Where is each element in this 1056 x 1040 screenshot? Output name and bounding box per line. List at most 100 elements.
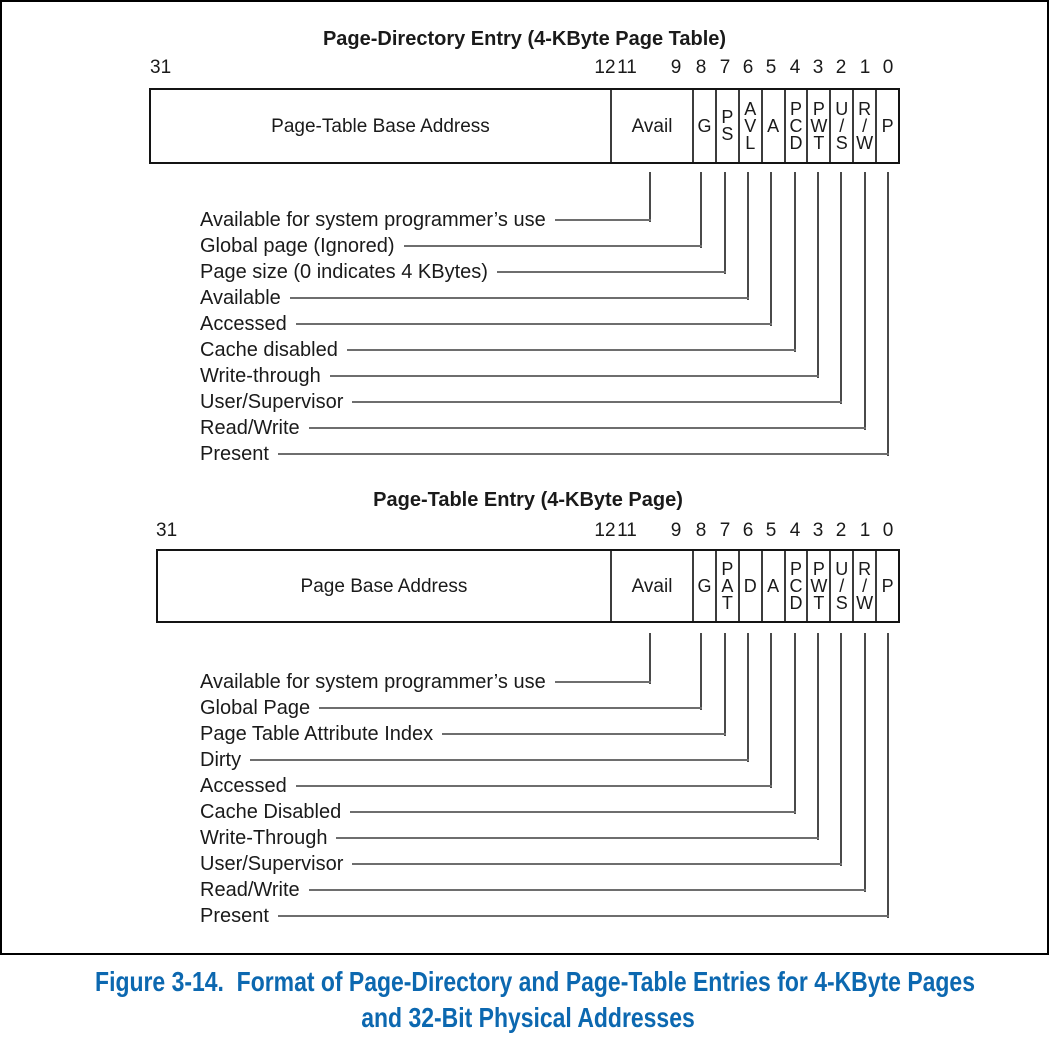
field-label: Available for system programmer’s use bbox=[200, 670, 546, 693]
connector-line-v bbox=[700, 633, 702, 710]
field-label-row: User/Supervisor bbox=[200, 389, 842, 415]
field-label-row: Cache Disabled bbox=[200, 799, 796, 825]
bit-field-p: P bbox=[875, 551, 898, 621]
field-label-row: Dirty bbox=[200, 747, 749, 773]
bit-label-3: 3 bbox=[812, 520, 824, 541]
connector-line-v bbox=[649, 633, 651, 684]
field-label: Global page (Ignored) bbox=[200, 234, 395, 257]
leader-line bbox=[277, 453, 889, 455]
connector-line-v bbox=[840, 633, 842, 866]
field-label-row: Read/Write bbox=[200, 415, 866, 441]
bit-label-1: 1 bbox=[859, 57, 871, 78]
bit-label-6: 6 bbox=[742, 520, 754, 541]
bit-label-3: 3 bbox=[812, 57, 824, 78]
field-label-row: Available for system programmer’s use bbox=[200, 207, 651, 233]
bit-field-pcd: P C D bbox=[783, 551, 807, 621]
field-label: Dirty bbox=[200, 748, 242, 771]
bit-label-9: 9 bbox=[670, 57, 682, 78]
connector-line-v bbox=[649, 172, 651, 222]
field-label: Read/Write bbox=[200, 878, 300, 901]
field-label-row: Global page (Ignored) bbox=[200, 233, 702, 259]
connector-line-v bbox=[887, 633, 889, 918]
leader-line bbox=[352, 401, 842, 403]
bit-label-7: 7 bbox=[719, 57, 731, 78]
bit-field-pwt: P W T bbox=[806, 90, 829, 162]
leader-line bbox=[329, 375, 819, 377]
field-label-row: Page size (0 indicates 4 KBytes) bbox=[200, 259, 726, 285]
bit-field-pat: P A T bbox=[714, 551, 738, 621]
bit-field-rw: R / W bbox=[852, 90, 875, 162]
leader-line bbox=[496, 271, 726, 273]
field-label-row: User/Supervisor bbox=[200, 851, 842, 877]
bit-label-12: 12 bbox=[594, 520, 616, 541]
field-label: Write-through bbox=[200, 364, 321, 387]
bit-label-8: 8 bbox=[695, 520, 707, 541]
connector-line-v bbox=[770, 633, 772, 788]
connector-line-v bbox=[747, 172, 749, 300]
leader-line bbox=[352, 863, 842, 865]
bit-label-2: 2 bbox=[835, 57, 847, 78]
leader-line bbox=[346, 349, 796, 351]
bit-field-pwt: P W T bbox=[806, 551, 829, 621]
bit-label-4: 4 bbox=[789, 520, 801, 541]
connector-line-v bbox=[794, 633, 796, 814]
field-label: Accessed bbox=[200, 774, 287, 797]
field-label-row: Present bbox=[200, 441, 889, 467]
bit-field-us: U / S bbox=[829, 90, 852, 162]
field-label-row: Available bbox=[200, 285, 749, 311]
leader-line bbox=[295, 785, 772, 787]
leader-line bbox=[336, 837, 819, 839]
bit-field-us: U / S bbox=[829, 551, 852, 621]
bit-field-avl: A V L bbox=[737, 90, 761, 162]
field-label-row: Accessed bbox=[200, 311, 772, 337]
field-label-row: Present bbox=[200, 903, 889, 929]
bit-field-g: G bbox=[692, 90, 715, 162]
leader-line bbox=[442, 733, 726, 735]
bit-label-11: 11 bbox=[617, 57, 637, 78]
bit-field-pcd: P C D bbox=[783, 90, 807, 162]
figure-caption-line1: Figure 3-14. Format of Page-Directory an… bbox=[95, 966, 975, 997]
bit-field-rw: R / W bbox=[852, 551, 875, 621]
connector-line-v bbox=[864, 172, 866, 430]
connector-line-v bbox=[887, 172, 889, 456]
pde-title: Page-Directory Entry (4-KByte Page Table… bbox=[322, 28, 727, 50]
field-label-row: Read/Write bbox=[200, 877, 866, 903]
bit-label-9: 9 bbox=[670, 520, 682, 541]
bit-label-0: 0 bbox=[882, 57, 894, 78]
bit-label-31: 31 bbox=[156, 520, 178, 541]
connector-line-v bbox=[864, 633, 866, 892]
connector-line-v bbox=[747, 633, 749, 762]
leader-line bbox=[319, 707, 702, 709]
connector-line-v bbox=[724, 172, 726, 274]
bit-field-ps: P S bbox=[714, 90, 738, 162]
bit-label-5: 5 bbox=[765, 520, 777, 541]
field-label-row: Page Table Attribute Index bbox=[200, 721, 726, 747]
base-address-field: Page Base Address bbox=[300, 575, 468, 597]
field-label: Write-Through bbox=[200, 826, 328, 849]
bit-field-g: G bbox=[692, 551, 715, 621]
leader-line bbox=[554, 219, 651, 221]
avail-field: Avail bbox=[610, 551, 692, 621]
field-label: Available for system programmer’s use bbox=[200, 208, 546, 231]
bit-label-11: 11 bbox=[617, 520, 637, 541]
bit-label-6: 6 bbox=[742, 57, 754, 78]
field-label-row: Available for system programmer’s use bbox=[200, 669, 651, 695]
field-label-row: Global Page bbox=[200, 695, 702, 721]
bit-field-d: D bbox=[737, 551, 761, 621]
leader-line bbox=[350, 811, 796, 813]
bit-label-2: 2 bbox=[835, 520, 847, 541]
field-label: User/Supervisor bbox=[200, 390, 344, 413]
bit-label-12: 12 bbox=[594, 57, 616, 78]
pte-entry-box: Page Base Address Avail G P A T D A P C … bbox=[156, 549, 900, 623]
field-label-row: Write-Through bbox=[200, 825, 819, 851]
avail-field: Avail bbox=[610, 90, 692, 162]
leader-line bbox=[295, 323, 772, 325]
field-label-row: Accessed bbox=[200, 773, 772, 799]
field-label: Accessed bbox=[200, 312, 287, 335]
base-address-field: Page-Table Base Address bbox=[271, 115, 490, 137]
connector-line-v bbox=[817, 633, 819, 840]
field-label: Present bbox=[200, 442, 269, 465]
field-label: Present bbox=[200, 904, 269, 927]
bit-label-0: 0 bbox=[882, 520, 894, 541]
leader-line bbox=[403, 245, 702, 247]
